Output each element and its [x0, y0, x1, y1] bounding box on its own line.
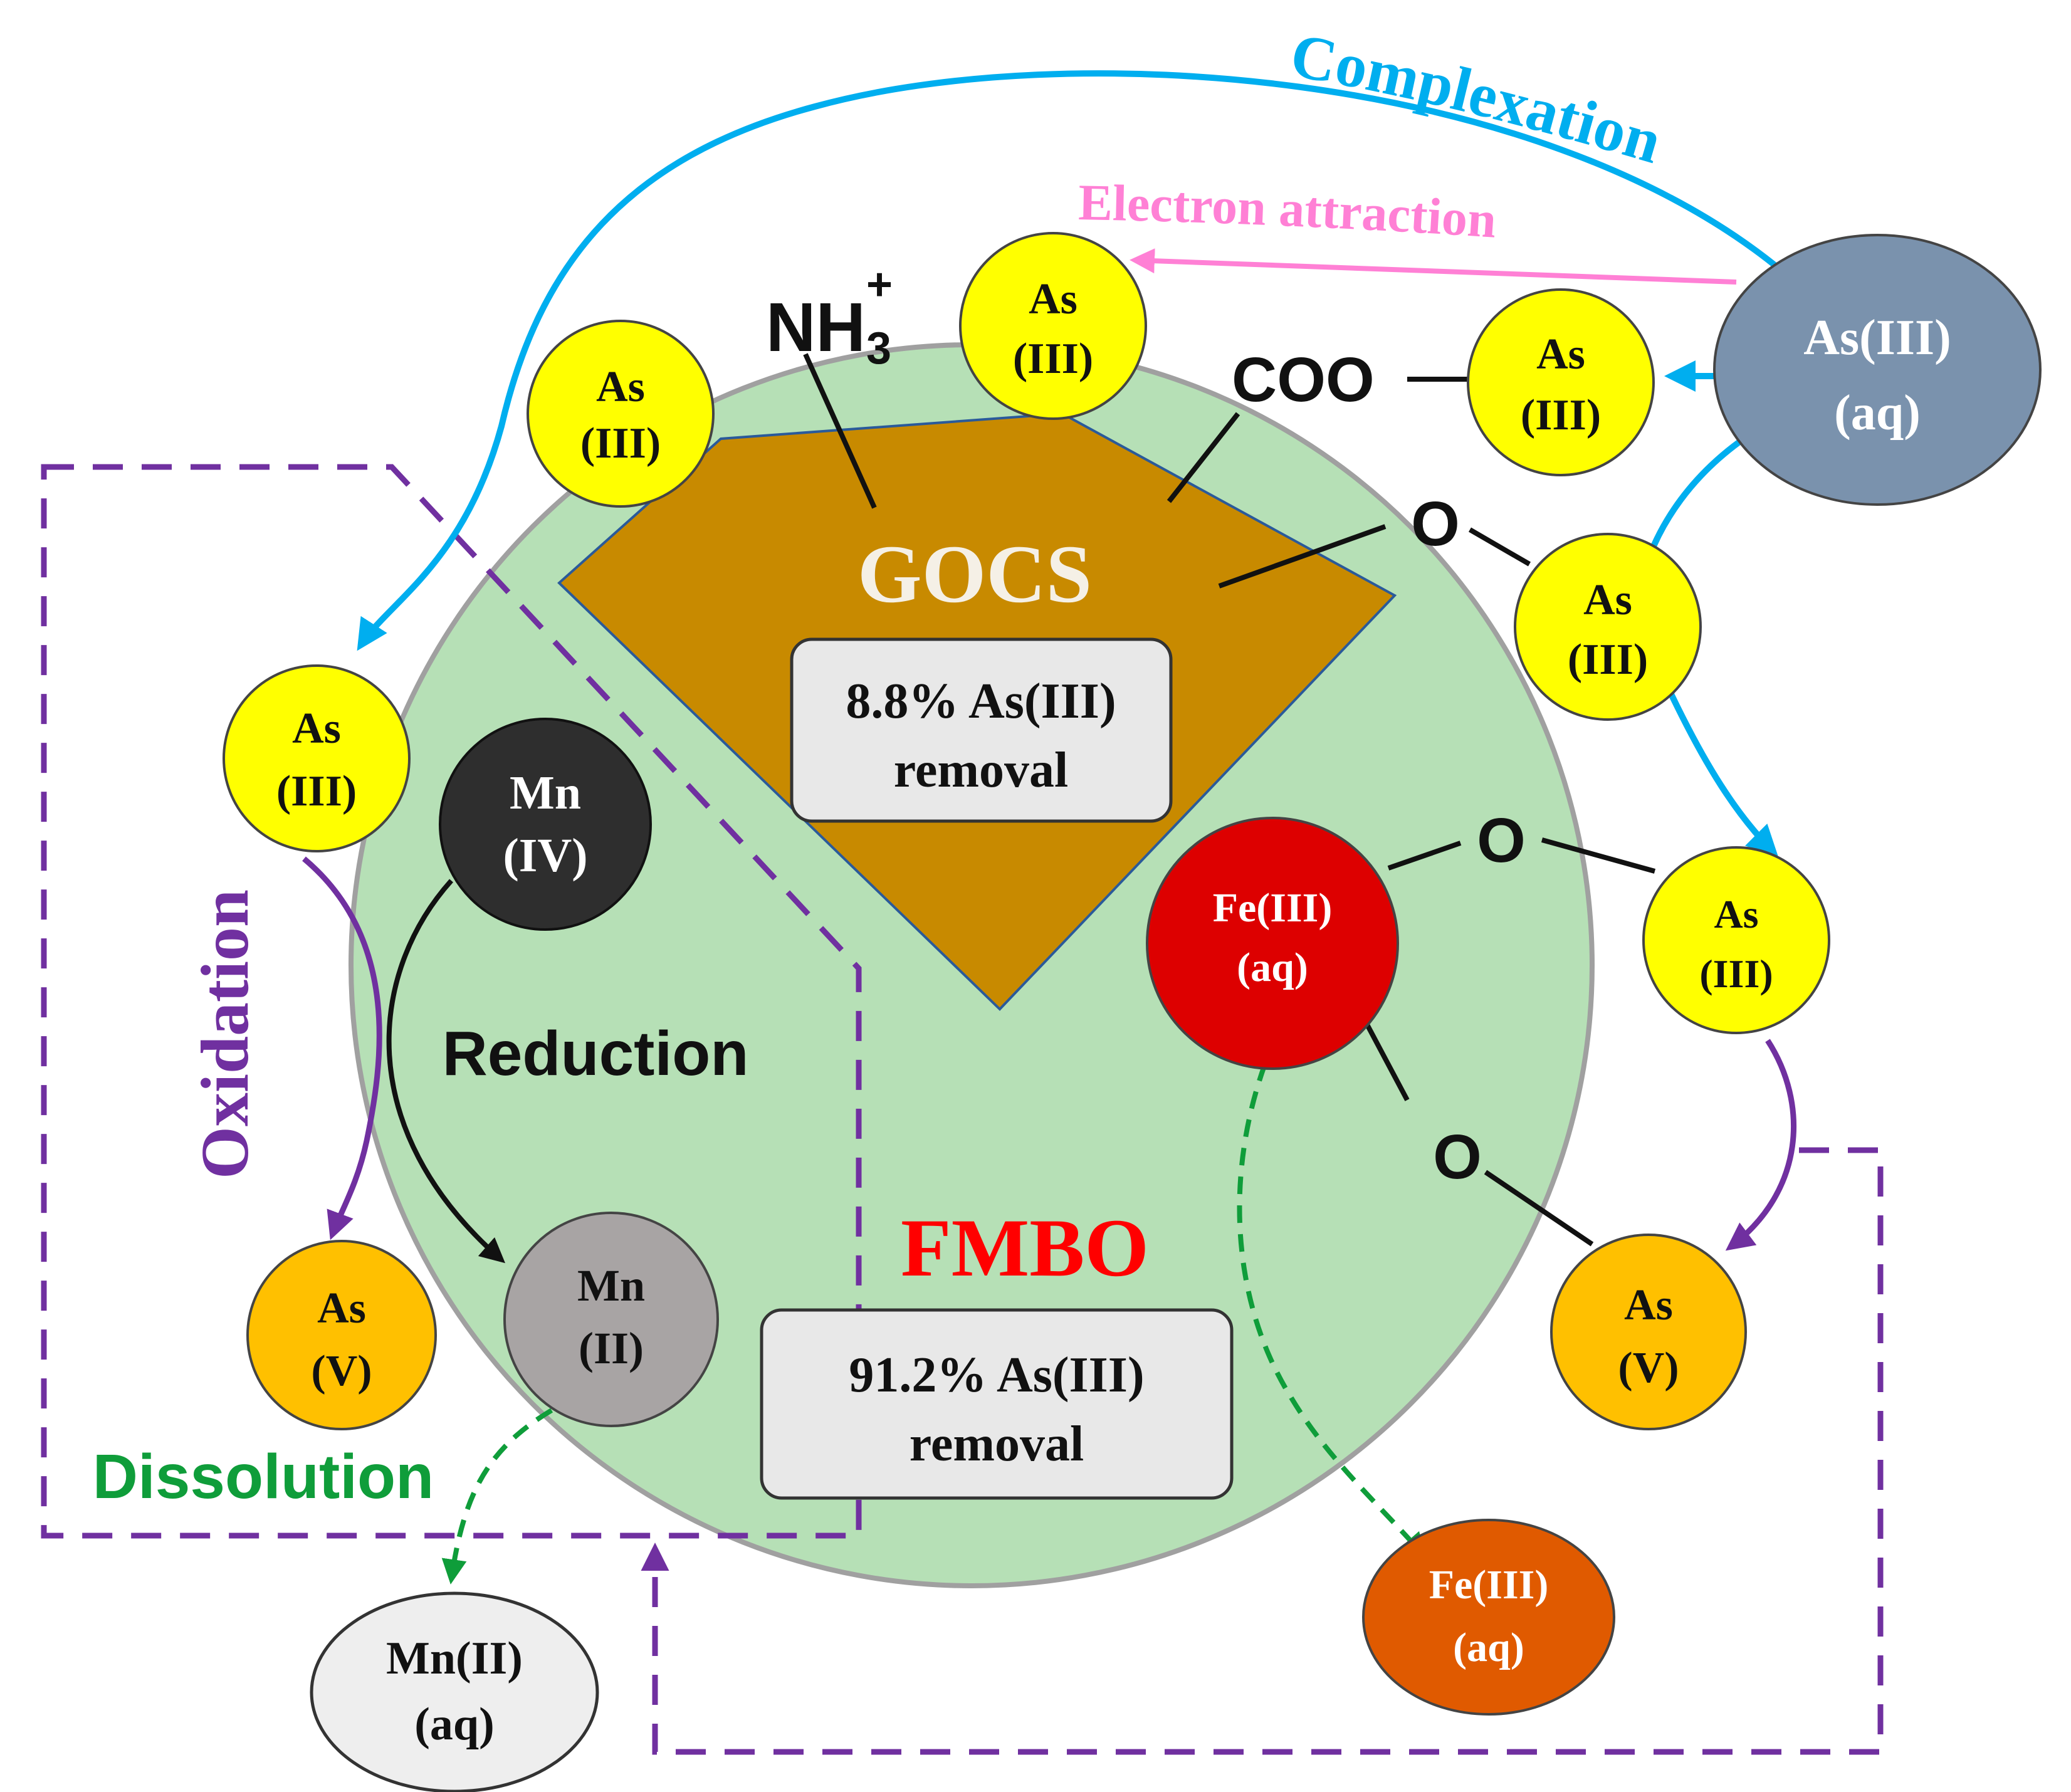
- svg-text:(III): (III): [1013, 335, 1093, 383]
- o-fe-lower-label: O: [1433, 1122, 1482, 1192]
- svg-text:(III): (III): [1521, 391, 1601, 439]
- reduction-arrow: [386, 879, 506, 1264]
- svg-text:Fe(III): Fe(III): [1213, 885, 1333, 931]
- svg-text:Mn: Mn: [510, 767, 581, 819]
- gocs-removal-word: removal: [894, 743, 1068, 798]
- fmbo-removal-word: removal: [910, 1417, 1084, 1472]
- o-fe-upper-label: O: [1477, 805, 1526, 876]
- dissolution-label: Dissolution: [93, 1442, 434, 1512]
- nh3-group: NH 3 +: [766, 259, 893, 374]
- dissolution-arrow-fe: [1237, 1036, 1427, 1559]
- complexation-label: Complexation: [1286, 20, 1669, 177]
- svg-text:As: As: [1029, 275, 1077, 323]
- oxidation-arrow-left: [302, 856, 382, 1240]
- svg-text:(aq): (aq): [414, 1699, 494, 1750]
- svg-text:(III): (III): [580, 419, 661, 468]
- svg-text:NH: NH: [766, 289, 866, 366]
- svg-text:3: 3: [866, 323, 891, 374]
- svg-text:(IV): (IV): [503, 829, 587, 882]
- as3-particle-top-left: As (III): [527, 320, 715, 508]
- svg-text:(aq): (aq): [1834, 385, 1921, 441]
- mn2-aq: Mn(II) (aq): [310, 1591, 599, 1792]
- as3-particle-o: As (III): [1514, 533, 1702, 721]
- o-as-bond: [1468, 527, 1531, 567]
- svg-text:Mn: Mn: [577, 1260, 645, 1311]
- svg-text:As: As: [596, 363, 645, 411]
- o-gocs-bond: [1218, 524, 1387, 589]
- as5-particle-left: As (V): [246, 1240, 437, 1430]
- svg-text:As: As: [292, 705, 341, 753]
- oxidation-arrow-right: [1725, 1039, 1796, 1251]
- svg-text:(II): (II): [579, 1323, 644, 1373]
- o-gocs-label: O: [1411, 489, 1460, 559]
- svg-text:(III): (III): [1699, 951, 1773, 996]
- as3-particle-top-center: As (III): [959, 232, 1147, 420]
- fe3-aq-bound: Fe(III) (aq): [1146, 817, 1399, 1070]
- dissolution-arrow-mn: [441, 1408, 553, 1585]
- fmbo-removal-box: 91.2% As(III) removal: [760, 1308, 1234, 1500]
- svg-text:As: As: [1624, 1281, 1673, 1329]
- as3-aq: As(III) (aq): [1713, 234, 2042, 506]
- svg-text:(aq): (aq): [1453, 1625, 1524, 1670]
- reduction-label: Reduction: [443, 1019, 749, 1089]
- gocs-removal-box: 8.8% As(III) removal: [790, 637, 1173, 823]
- svg-text:(III): (III): [276, 767, 357, 815]
- o-as-upper-bond: [1541, 837, 1656, 874]
- mn2-particle: Mn (II): [503, 1212, 719, 1427]
- svg-text:As: As: [317, 1284, 366, 1333]
- oxidation-region-right: [641, 1147, 1884, 1755]
- gocs-label: GOCS: [857, 528, 1092, 620]
- as3-particle-fe-o: As (III): [1642, 846, 1830, 1034]
- svg-text:As: As: [1583, 576, 1632, 624]
- svg-text:Fe(III): Fe(III): [1429, 1562, 1549, 1608]
- nh3-bond: [803, 353, 877, 509]
- svg-text:As: As: [1536, 330, 1585, 379]
- svg-text:Mn(II): Mn(II): [386, 1633, 523, 1684]
- fe3-aq-released: Fe(III) (aq): [1362, 1519, 1615, 1716]
- svg-text:(V): (V): [1618, 1344, 1679, 1392]
- complexation-arrow-left: [357, 70, 1783, 651]
- fmbo-removal-percent: 91.2% As(III): [849, 1348, 1144, 1403]
- oxidation-label: Oxidation: [188, 889, 263, 1179]
- svg-text:As(III): As(III): [1803, 310, 1951, 365]
- as5-particle-right: As (V): [1550, 1234, 1747, 1430]
- svg-text:(aq): (aq): [1237, 945, 1308, 990]
- as3-particle-left: As (III): [223, 664, 411, 852]
- svg-text:As: As: [1714, 892, 1758, 936]
- svg-text:(V): (V): [311, 1347, 372, 1395]
- bond-lines: [803, 353, 1656, 1247]
- electron-attraction-arrow: [1130, 248, 1737, 285]
- as3-particle-coo: As (III): [1467, 288, 1655, 476]
- mn4-particle: Mn (IV): [439, 718, 652, 931]
- gocs-removal-percent: 8.8% As(III): [846, 674, 1116, 729]
- fmbo-label: FMBO: [901, 1202, 1149, 1294]
- svg-text:+: +: [866, 259, 893, 310]
- coo-label: COO: [1232, 345, 1375, 415]
- fe-o-upper-bond: [1387, 841, 1462, 871]
- o-as5-lower-bond: [1484, 1170, 1594, 1247]
- coo-bond-gocs: [1167, 412, 1240, 503]
- electron-attraction-label: Electron attraction: [1077, 174, 1497, 249]
- oxidation-region-left: [41, 464, 862, 1539]
- svg-text:(III): (III): [1568, 636, 1648, 684]
